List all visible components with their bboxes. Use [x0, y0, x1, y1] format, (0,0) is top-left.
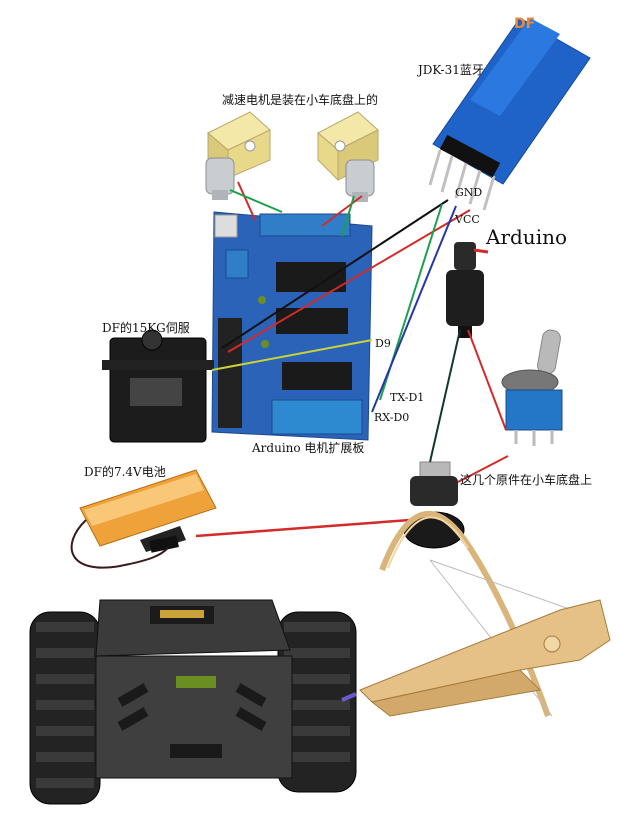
arduino-label: Arduino [486, 225, 568, 249]
wire-battery-red [195, 518, 411, 538]
crossbow [341, 510, 611, 718]
d9-label: D9 [375, 337, 391, 350]
gear-motor-left [205, 111, 271, 200]
bluetooth-label: JDK-31蓝牙 [418, 63, 484, 77]
gnd-label: GND [455, 186, 483, 199]
dc-plug [446, 242, 484, 338]
chassis-parts-label: 这几个原件在小车底盘上 [460, 473, 593, 487]
rx-label: RX-D0 [374, 411, 410, 424]
wire-motor-right-green [341, 195, 355, 237]
tank-chassis [29, 599, 357, 805]
wire-gnd-black [221, 199, 449, 349]
wire-rx-blue [371, 205, 457, 413]
toggle-switch [501, 329, 563, 446]
vcc-label: VCC [455, 213, 480, 226]
wire-arduino-arrow [473, 248, 489, 254]
wire-plug-darkgreen [429, 329, 461, 463]
battery [79, 469, 217, 553]
wires [70, 181, 509, 569]
tx-label: TX-D1 [390, 391, 425, 404]
servo-label: DF的15KG伺服 [102, 321, 190, 335]
wire-battery-lead [70, 519, 169, 569]
watermark-text: DF [514, 16, 535, 32]
wire-jack-red [457, 455, 509, 483]
shield-label: Arduino 电机扩展板 [252, 441, 365, 455]
dc-jack [403, 461, 465, 549]
wire-vcc-red [227, 209, 471, 353]
bluetooth-module: DF [428, 16, 591, 211]
wire-motor-left-red [237, 181, 256, 221]
gear-motor-label: 减速电机是装在小车底盘上的 [222, 93, 379, 107]
battery-label: DF的7.4V电池 [84, 465, 166, 479]
wire-motor-right-red [321, 195, 363, 227]
gear-motor-right [317, 111, 379, 202]
wire-d9-yellow [211, 339, 373, 371]
motor-shield [211, 211, 373, 441]
wire-plug-red [467, 329, 507, 431]
wire-motor-left-green [229, 189, 283, 213]
servo [102, 329, 214, 443]
